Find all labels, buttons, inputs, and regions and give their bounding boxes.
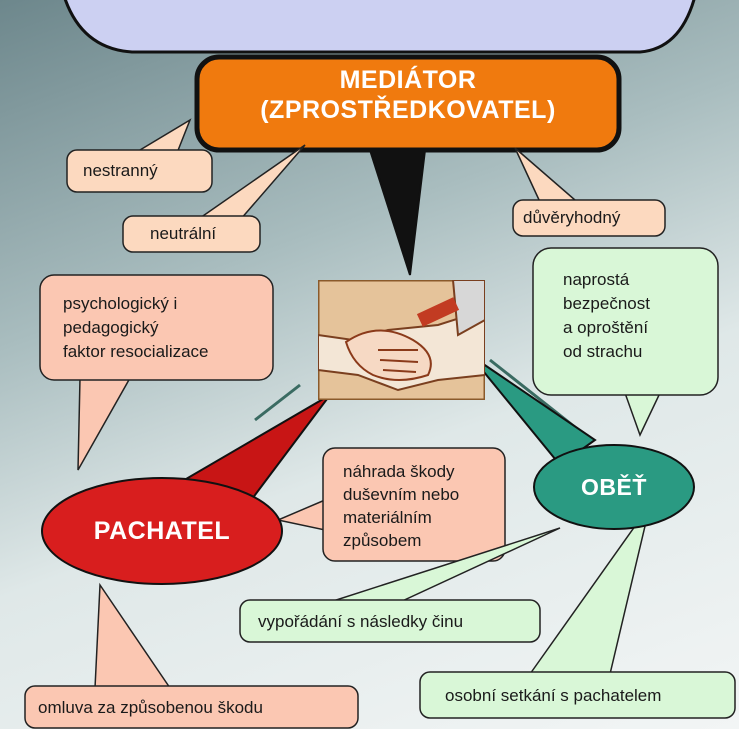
mediator-pointer [368,149,427,276]
setkani-pointer [528,504,651,675]
omluva-text: omluva za způsobenou škodu [38,698,263,717]
omluva-pointer [94,582,172,689]
top-bubble [63,0,696,54]
neutralni-pointer [197,144,306,221]
omluva-box [24,685,359,729]
setkani-text: osobní setkání s pachatelem [445,686,662,705]
psych-box [39,274,274,381]
psych-text-3: faktor resocializace [63,342,209,361]
nahrada-text-2: duševním nebo [343,485,460,504]
nahrada-box [322,447,506,562]
psych-text-1: psychologický i [63,294,178,313]
obet-label: OBĚŤ [581,474,647,500]
bezpecnost-box [532,247,719,396]
pachatel-ellipse [41,477,283,585]
psych-pointer [77,377,132,471]
neutralni-box [122,215,261,253]
bezpecnost-text-1: naprostá [563,270,630,289]
bezpecnost-text-2: bezpečnost [563,294,650,313]
mediator-title-line2: (ZPROSTŘEDKOVATEL) [260,96,556,124]
psych-text-2: pedagogický [63,318,159,337]
setkani-box [419,671,736,719]
neutralni-text: neutrální [150,224,217,243]
handshake-image [318,280,485,400]
bezpecnost-text-3: a oproštění [563,318,649,337]
nahrada-text-3: materiálním [343,508,432,527]
duveryhodny-box [512,199,666,237]
mediator-bubble [194,54,622,153]
nestranny-box [66,149,213,193]
obet-ellipse [533,444,695,530]
vyporadani-box [239,599,541,643]
nahrada-pointer [275,498,326,531]
vyporadani-text: vypořádání s následky činu [258,612,464,631]
bezpecnost-pointer [623,392,662,437]
nahrada-text-4: způsobem [343,531,422,550]
duveryhodny-text: důvěryhodný [523,208,621,227]
nestranny-text: nestranný [83,161,158,180]
nahrada-text-1: náhrada škody [343,462,455,481]
duveryhodny-pointer [514,147,577,203]
pachatel-label: PACHATEL [93,517,231,545]
mediator-title-line1: MEDIÁTOR [339,66,477,94]
bezpecnost-text-4: od strachu [563,342,643,361]
